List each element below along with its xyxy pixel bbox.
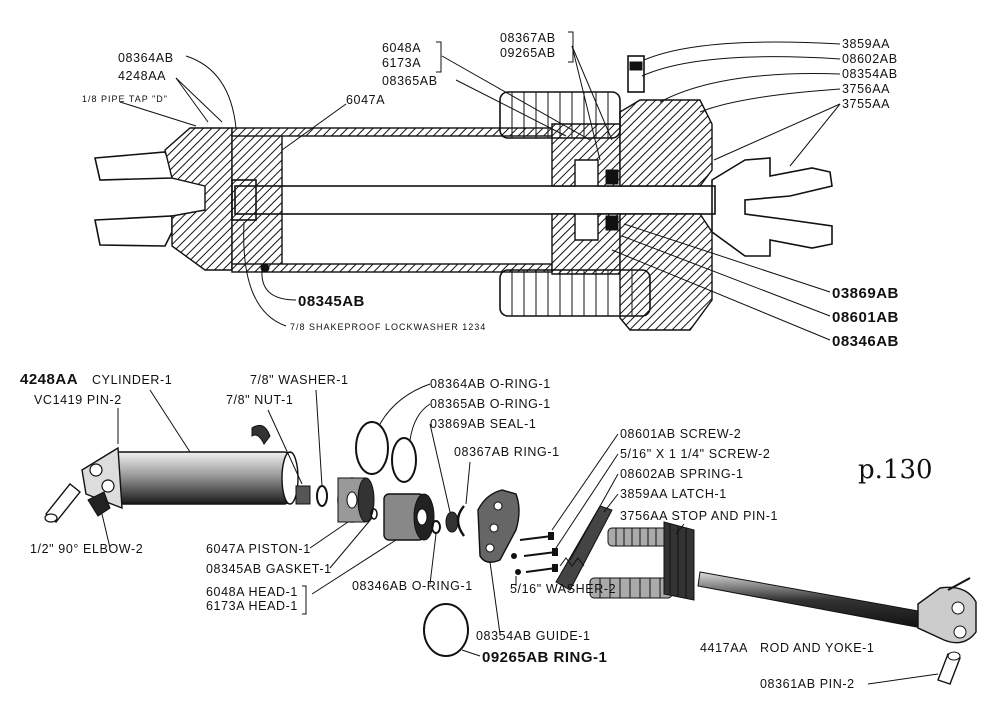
label-rod-code: 4417AA	[700, 641, 748, 655]
cylinder-tube-top-wall	[231, 127, 553, 137]
parts-leaders	[101, 383, 939, 685]
rod-nut	[231, 179, 257, 221]
label-lockwasher: 7/8 SHAKEPROOF LOCKWASHER 1234	[290, 322, 486, 332]
label-pin-08361: 08361AB PIN-2	[760, 677, 855, 691]
guide-plate-part	[477, 489, 520, 563]
label-latch: 3859AA LATCH-1	[620, 487, 727, 501]
stop-and-pin-part	[589, 521, 695, 601]
label-gasket: 08345AB GASKET-1	[206, 562, 332, 576]
label-guide: 08354AB GUIDE-1	[476, 629, 591, 643]
label-head-6173A: 6173A HEAD-1	[206, 599, 298, 613]
nut-part	[295, 485, 311, 505]
label-cylinder-desc: CYLINDER-1	[92, 373, 172, 387]
gasket-part	[370, 508, 378, 520]
label-spring: 08602AB SPRING-1	[620, 467, 744, 481]
o-ring-08346-part	[431, 520, 441, 534]
exploded-view	[44, 421, 977, 685]
seal-lower	[605, 215, 619, 231]
label-08354AB-top: 08354AB	[842, 67, 898, 81]
latch-part	[555, 505, 613, 591]
label-08365AB-top: 08365AB	[382, 74, 438, 88]
latch-top	[627, 55, 645, 93]
label-pin: VC1419 PIN-2	[34, 393, 122, 407]
label-screw-08601: 08601AB SCREW-2	[620, 427, 741, 441]
label-washer: 7/8" WASHER-1	[250, 373, 349, 387]
seal-upper	[605, 169, 619, 185]
label-3755AA-top: 3755AA	[842, 97, 890, 111]
label-3859AA-top: 3859AA	[842, 37, 890, 51]
label-08601AB-top: 08601AB	[832, 309, 899, 326]
label-rod-desc: ROD AND YOKE-1	[760, 641, 874, 655]
label-3756AA-top: 3756AA	[842, 82, 890, 96]
label-o-ring-08365: 08365AB O-RING-1	[430, 397, 551, 411]
label-head-6048A: 6048A HEAD-1	[206, 585, 298, 599]
head-part	[383, 493, 435, 541]
label-08345AB-top: 08345AB	[298, 293, 365, 310]
piston-part	[337, 477, 375, 523]
label-08364AB-top: 08364AB	[118, 51, 174, 65]
label-08346AB-top: 08346AB	[832, 333, 899, 350]
label-o-ring-08346: 08346AB O-RING-1	[352, 579, 473, 593]
label-4248AA-top: 4248AA	[118, 69, 166, 83]
stop-upper-section	[619, 99, 713, 187]
ring-08367-part	[456, 505, 465, 537]
label-cylinder-code: 4248AA	[20, 371, 78, 388]
label-nut: 7/8" NUT-1	[226, 393, 293, 407]
elbow-part	[87, 491, 111, 517]
label-o-ring-08364: 08364AB O-RING-1	[430, 377, 551, 391]
screws-part	[511, 532, 558, 575]
assembly-leaders	[119, 41, 841, 341]
ring-09265-part	[423, 603, 469, 657]
label-stop-and-pin: 3756AA STOP AND PIN-1	[620, 509, 778, 523]
pin-part	[44, 483, 81, 523]
o-ring-08364-part	[355, 421, 389, 475]
parts-labels: 4248AA CYLINDER-1 VC1419 PIN-2 7/8" WASH…	[20, 371, 933, 691]
left-clevis-upper	[94, 151, 173, 181]
left-clevis-lower	[94, 215, 173, 247]
cylinder-part	[81, 446, 299, 510]
label-piston: 6047A PISTON-1	[206, 542, 311, 556]
washer-part	[316, 485, 328, 507]
label-09265AB-top: 09265AB	[500, 46, 556, 60]
cylinder-end-cap	[164, 127, 233, 271]
label-6048A-top: 6048A	[382, 41, 421, 55]
elbow-loose-part	[251, 424, 271, 445]
piston-section	[231, 133, 283, 269]
label-screw-5-16: 5/16" X 1 1/4" SCREW-2	[620, 447, 770, 461]
label-ring-08367: 08367AB RING-1	[454, 445, 560, 459]
spring-lower	[499, 269, 651, 317]
label-ring-09265: 09265AB RING-1	[482, 649, 607, 666]
label-6047A-top: 6047A	[346, 93, 385, 107]
seal-part	[445, 511, 459, 533]
rod-and-yoke-part	[697, 571, 977, 644]
pin-right-part	[937, 651, 961, 685]
assembly-section-view	[94, 55, 833, 331]
head-lower-section	[551, 213, 621, 275]
label-08367AB-top: 08367AB	[500, 31, 556, 45]
o-ring-08365-part	[391, 437, 417, 483]
label-elbow: 1/2" 90° ELBOW-2	[30, 542, 143, 556]
piston-rod	[234, 185, 716, 215]
label-pipe-tap: 1/8 PIPE TAP "D"	[82, 94, 168, 104]
right-yoke	[711, 157, 833, 257]
label-03869AB-top: 03869AB	[832, 285, 899, 302]
spring-small-part	[559, 557, 585, 567]
label-6173A-top: 6173A	[382, 56, 421, 70]
page-mark: p.130	[858, 455, 933, 485]
label-washer-5-16: 5/16" WASHER-2	[510, 582, 616, 596]
assembly-labels: 08364AB 4248AA 1/8 PIPE TAP "D" 6047A 60…	[82, 31, 899, 350]
label-seal: 03869AB SEAL-1	[430, 417, 536, 431]
label-08602AB-top: 08602AB	[842, 52, 898, 66]
